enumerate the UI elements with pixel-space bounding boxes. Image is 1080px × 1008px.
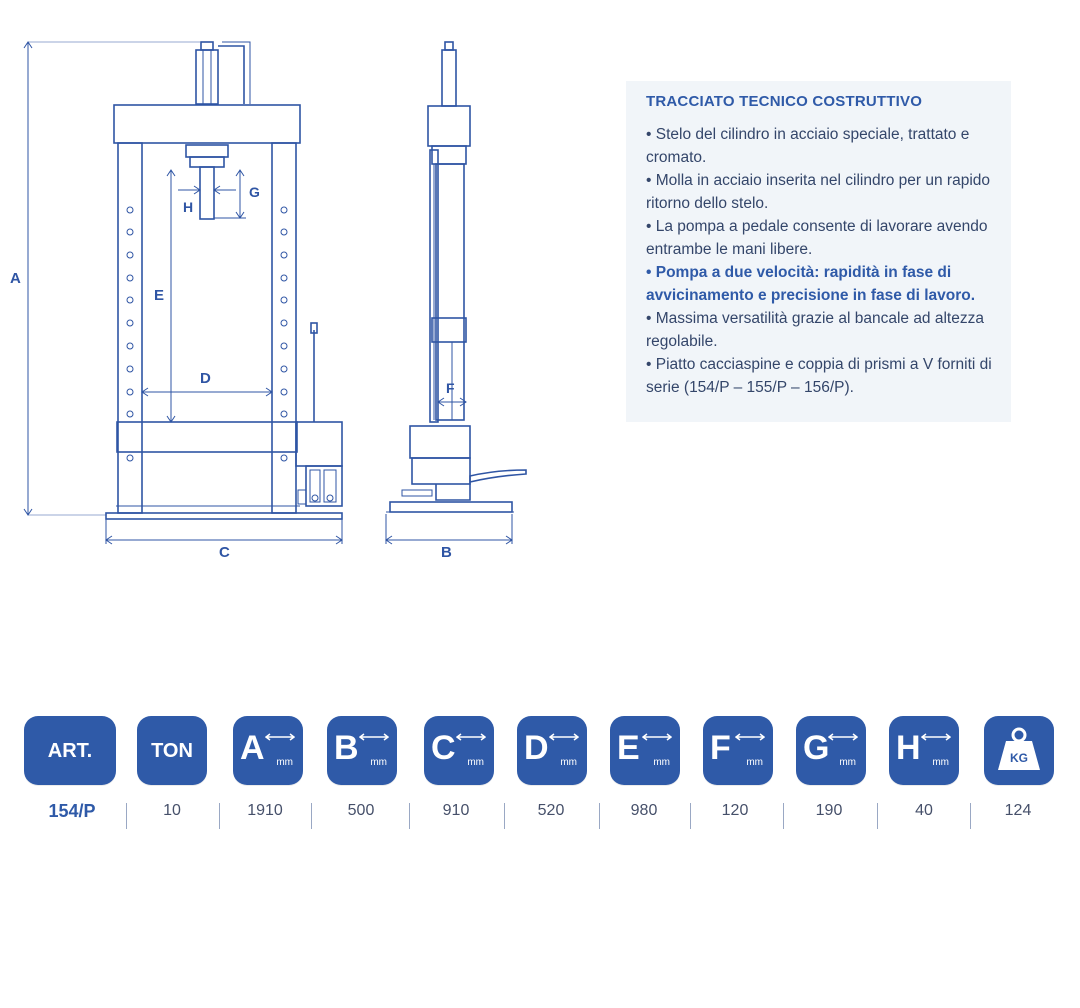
svg-text:F: F <box>446 380 455 396</box>
feature-item: • Stelo del cilindro in acciaio speciale… <box>646 126 970 166</box>
svg-text:H: H <box>183 199 193 215</box>
column-holes-left <box>126 206 134 462</box>
weight-label: KG <box>1010 751 1028 765</box>
dimension-g: G <box>214 169 260 219</box>
dimension-a: A <box>10 41 200 516</box>
feature-item: • La pompa a pedale consente di lavorare… <box>646 218 988 258</box>
value-f: 120 <box>721 802 749 819</box>
divider <box>219 803 220 829</box>
divider <box>599 803 600 829</box>
double-arrow-icon <box>642 733 672 741</box>
double-arrow-icon <box>359 733 389 741</box>
value-g: 190 <box>815 802 843 819</box>
dimension-b: B <box>385 514 513 561</box>
value-kg: 124 <box>1004 802 1032 819</box>
value-art: 154/P <box>48 801 96 821</box>
header-kg: KG <box>984 716 1054 785</box>
header-b: B mm <box>327 716 397 785</box>
header-ton: TON <box>137 716 207 785</box>
divider <box>409 803 410 829</box>
svg-text:E: E <box>154 287 164 304</box>
divider <box>126 803 127 829</box>
svg-text:G: G <box>249 184 260 200</box>
value-c: 910 <box>442 802 470 819</box>
value-d: 520 <box>537 802 565 819</box>
features-panel: TRACCIATO TECNICO COSTRUTTIVO • Stelo de… <box>626 81 1011 422</box>
feature-item-highlight: • Pompa a due velocità: rapidità in fase… <box>646 264 976 304</box>
value-h: 40 <box>915 802 933 819</box>
dimension-h: H <box>178 185 236 215</box>
svg-text:C: C <box>219 544 230 561</box>
feature-item: • Piatto cacciaspine e coppia di prismi … <box>646 356 992 396</box>
header-art: ART. <box>24 716 116 785</box>
divider <box>311 803 312 829</box>
column-holes-right <box>280 206 288 462</box>
dimension-e: E <box>154 169 176 423</box>
svg-text:B: B <box>441 544 452 561</box>
header-h: H mm <box>889 716 959 785</box>
feature-item: • Molla in acciaio inserita nel cilindro… <box>646 172 991 212</box>
double-arrow-icon <box>921 733 951 741</box>
divider <box>504 803 505 829</box>
weight-icon: KG <box>998 727 1040 770</box>
svg-text:D: D <box>200 370 211 387</box>
front-view <box>105 41 343 520</box>
technical-drawing: A C D E G H <box>10 41 527 561</box>
dimension-c: C <box>105 519 343 561</box>
dimension-d: D <box>141 370 273 397</box>
header-f: F mm <box>703 716 773 785</box>
value-b: 500 <box>347 802 375 819</box>
header-e: E mm <box>610 716 680 785</box>
divider <box>690 803 691 829</box>
header-g: G mm <box>796 716 866 785</box>
divider <box>783 803 784 829</box>
value-ton: 10 <box>163 802 181 819</box>
double-arrow-icon <box>265 733 295 741</box>
double-arrow-icon <box>456 733 486 741</box>
header-a: A mm <box>233 716 303 785</box>
double-arrow-icon <box>549 733 579 741</box>
feature-item: • Massima versatilità grazie al bancale … <box>646 310 984 350</box>
divider <box>970 803 971 829</box>
value-a: 1910 <box>247 802 283 819</box>
value-e: 980 <box>630 802 658 819</box>
double-arrow-icon <box>828 733 858 741</box>
header-d: D mm <box>517 716 587 785</box>
dimension-f: F <box>437 380 467 407</box>
side-view <box>386 41 527 513</box>
divider <box>877 803 878 829</box>
svg-text:A: A <box>10 270 21 287</box>
header-c: C mm <box>424 716 494 785</box>
double-arrow-icon <box>735 733 765 741</box>
features-title: TRACCIATO TECNICO COSTRUTTIVO <box>646 93 923 110</box>
